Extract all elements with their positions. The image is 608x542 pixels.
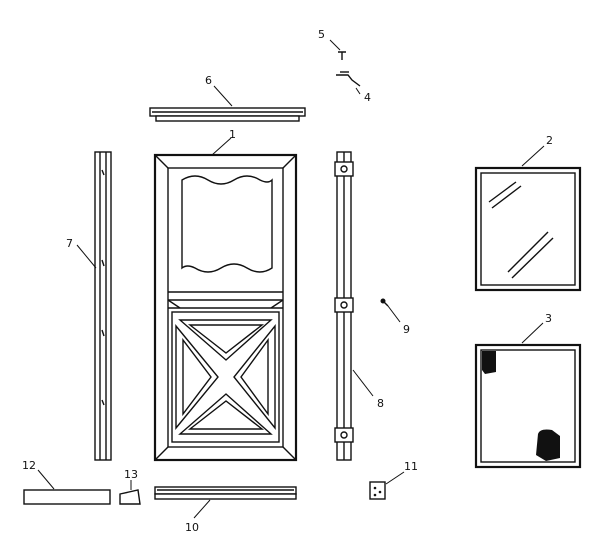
callout-5: 5 — [318, 28, 325, 41]
callout-7: 7 — [66, 237, 73, 250]
part-8-hinge-rail — [334, 151, 354, 461]
part-13-block — [119, 489, 141, 505]
part-6-top-rail — [149, 107, 306, 122]
part-11-latch — [369, 481, 386, 500]
callout-4: 4 — [364, 91, 371, 104]
callout-12: 12 — [22, 459, 36, 472]
part-2-glass-panel — [474, 166, 582, 292]
leader-lines — [37, 39, 545, 519]
part-4-clip — [336, 71, 361, 87]
part-9-screw — [380, 298, 389, 307]
callout-1: 1 — [229, 128, 236, 141]
callout-3: 3 — [545, 312, 552, 325]
callout-8: 8 — [377, 397, 384, 410]
part-3-screen-panel — [474, 343, 582, 469]
callout-13: 13 — [124, 468, 138, 481]
callout-10: 10 — [185, 521, 199, 534]
callout-6: 6 — [205, 74, 212, 87]
callout-9: 9 — [403, 323, 410, 336]
part-5-screw — [338, 51, 346, 60]
part-7-left-side-rail — [94, 151, 112, 461]
part-1-door-frame — [153, 153, 298, 462]
part-12-sweep — [23, 489, 111, 505]
callout-2: 2 — [546, 134, 553, 147]
part-10-bottom-rail — [154, 486, 297, 500]
callout-11: 11 — [404, 460, 418, 473]
